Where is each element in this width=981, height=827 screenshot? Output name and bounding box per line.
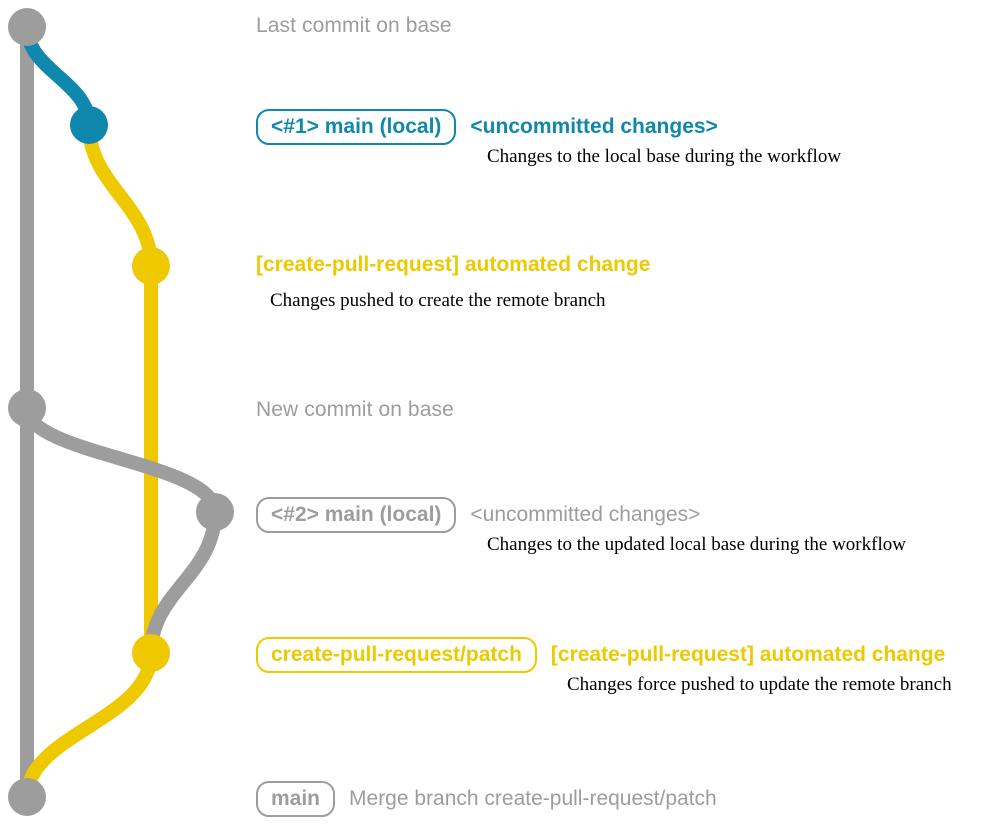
commit-subject-remote-2: [create-pull-request] automated change xyxy=(550,643,946,666)
ref-badge-create-pull-request-patch[interactable]: create-pull-request/patch xyxy=(256,637,537,673)
ref-badge-main[interactable]: main xyxy=(256,781,336,817)
commit-description-remote-2: Changes force pushed to update the remot… xyxy=(567,674,952,695)
ref-badge-main-local-2[interactable]: <#2> main (local) xyxy=(256,497,457,533)
ref-badge-main-local-1[interactable]: <#1> main (local) xyxy=(256,109,457,145)
commit-description-local-1: Changes to the local base during the wor… xyxy=(487,146,842,167)
row-local-commit-2: <#2> main (local) <uncommitted changes> xyxy=(256,497,700,533)
row-new-commit-on-base: New commit on base xyxy=(256,398,454,422)
commit-node-merge-commit[interactable] xyxy=(8,778,46,816)
commit-nodes xyxy=(8,8,234,816)
commit-subject-remote-1: [create-pull-request] automated change xyxy=(256,253,651,276)
row-merge-commit: main Merge branch create-pull-request/pa… xyxy=(256,781,717,817)
commit-caption: Last commit on base xyxy=(256,14,452,37)
row-remote-commit-1: [create-pull-request] automated change xyxy=(256,254,650,275)
edge-base-to-local-2 xyxy=(20,406,222,514)
edge-local2-to-remote2 xyxy=(144,511,222,654)
commit-subject-merge: Merge branch create-pull-request/patch xyxy=(349,787,717,810)
commit-node-base-head[interactable] xyxy=(8,8,46,46)
commit-node-local-commit-2[interactable] xyxy=(196,493,234,531)
commit-caption-new-base: New commit on base xyxy=(256,398,454,421)
edge-remote2-to-merge xyxy=(20,652,158,798)
row-remote-commit-2: create-pull-request/patch [create-pull-r… xyxy=(256,637,945,673)
commit-subject-local-1: <uncommitted changes> xyxy=(470,115,718,138)
commit-node-base-new-commit[interactable] xyxy=(8,389,46,427)
edge-local1-to-remote1 xyxy=(82,124,158,267)
commit-description-remote-1: Changes pushed to create the remote bran… xyxy=(270,290,606,311)
row-local-commit-1: <#1> main (local) <uncommitted changes> xyxy=(256,109,718,145)
commit-node-remote-commit-1[interactable] xyxy=(132,247,170,285)
commit-subject-local-2: <uncommitted changes> xyxy=(470,503,701,526)
commit-node-local-commit-1[interactable] xyxy=(70,106,108,144)
row-last-commit-on-base: Last commit on base xyxy=(256,14,452,38)
commit-node-remote-commit-2[interactable] xyxy=(132,634,170,672)
commit-description-local-2: Changes to the updated local base during… xyxy=(487,534,906,555)
